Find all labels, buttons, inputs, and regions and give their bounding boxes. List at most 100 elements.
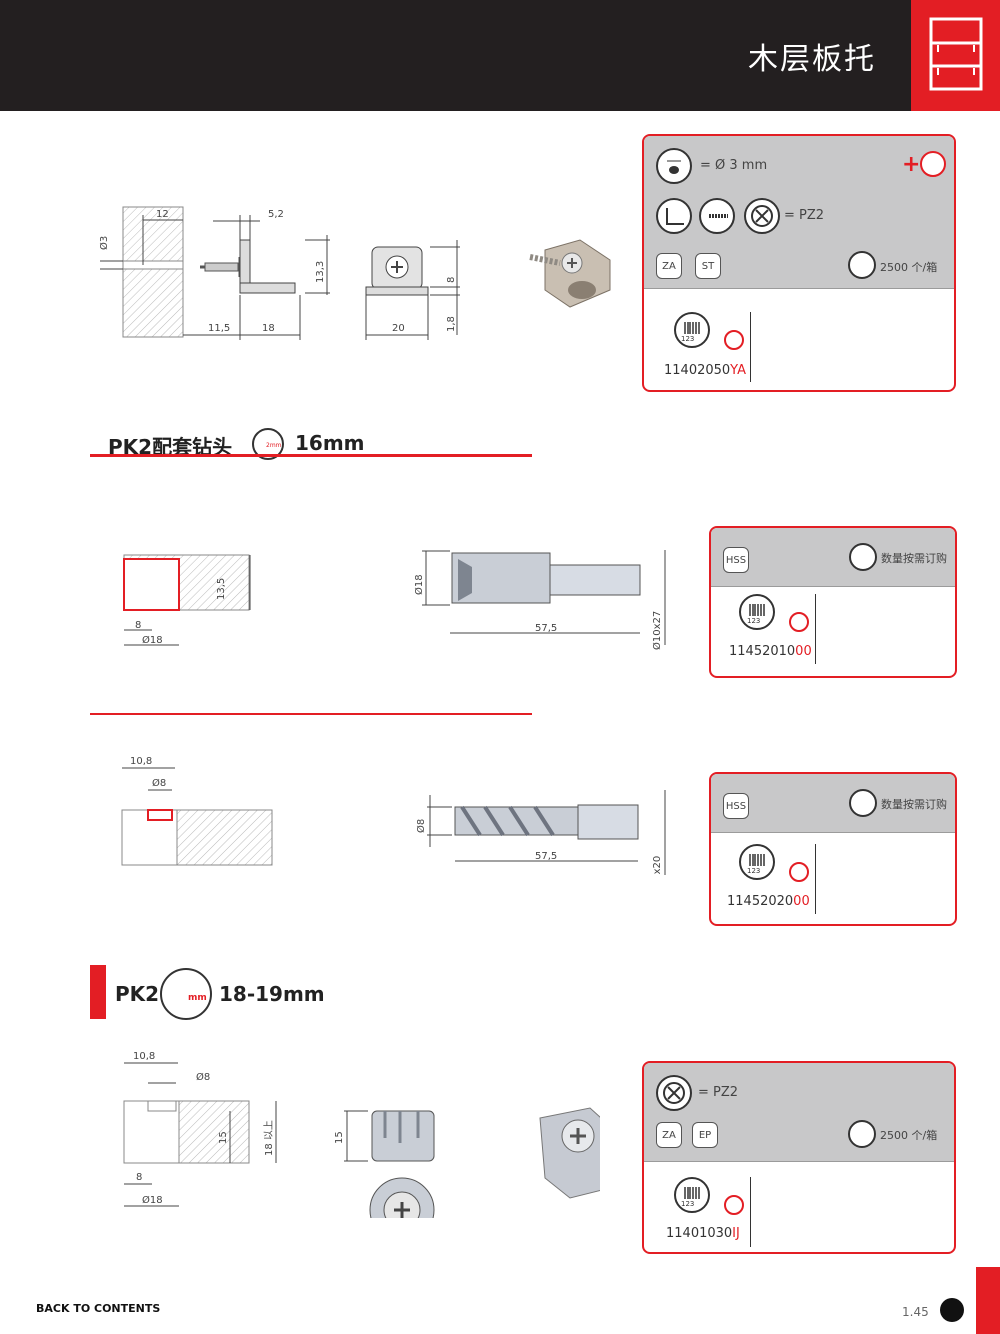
mounting-icon <box>656 198 692 234</box>
dowel-bit-drawing: 10,8 Ø8 Ø8 57,5 Ø10x20 <box>121 756 666 875</box>
product-code: 11401030IJ <box>666 1226 740 1241</box>
packaging-qty: 数量按需订购 <box>881 798 947 811</box>
dim-18: 18 <box>262 323 275 334</box>
packaging-qty: 数量按需订购 <box>881 552 947 565</box>
dim-bit-d8: Ø8 <box>415 819 427 833</box>
section-marker <box>90 965 106 1019</box>
dim-12: 12 <box>156 209 169 220</box>
material-badge-hss: HSS <box>723 547 749 573</box>
finish-badge-ep: EP <box>692 1122 718 1148</box>
divider <box>815 844 816 914</box>
dim-11-5: 11,5 <box>208 323 230 334</box>
dim-10-8: 10,8 <box>130 756 152 767</box>
product-card-shelf-support: = Ø 3 mm + = PZ2 ZA ST 2500 个/箱 123 1140… <box>642 134 956 392</box>
rotate-small-icon <box>724 1195 744 1215</box>
phillips-drive-icon <box>744 198 780 234</box>
dim-57-5: 57,5 <box>535 623 557 634</box>
finish-badge-za: ZA <box>656 253 682 279</box>
barcode-icon <box>739 844 775 880</box>
barcode-digits: 123 <box>681 1200 695 1208</box>
dim-shank: Ø10x27 <box>651 611 663 650</box>
page-number: 1.45 <box>902 1305 929 1319</box>
dim-d18: Ø18 <box>142 1194 163 1206</box>
dim-1-8: 1,8 <box>446 316 457 332</box>
dim-d8: Ø8 <box>152 777 166 789</box>
packaging-qty: 2500 个/箱 <box>880 261 938 274</box>
barcode-icon <box>674 312 710 348</box>
shelf-icon <box>929 17 983 91</box>
box-icon <box>849 789 877 817</box>
drill-hole-icon <box>656 148 692 184</box>
divider <box>750 1177 751 1247</box>
dim-d18: Ø18 <box>142 634 163 646</box>
divider <box>750 312 751 382</box>
finish-badge-st: ST <box>695 253 721 279</box>
page-title: 木层板托 <box>748 42 876 77</box>
rotate-small-icon <box>789 612 809 632</box>
dim-8: 8 <box>136 1172 142 1183</box>
shelf-support-photo <box>529 239 611 308</box>
brand-logo <box>940 1298 964 1322</box>
category-icon-block <box>911 0 1000 111</box>
barcode-icon <box>674 1177 710 1213</box>
connector-top-view <box>369 1177 435 1218</box>
dim-d8: Ø8 <box>196 1071 210 1083</box>
divider <box>815 594 816 664</box>
product-card-pk2: = PZ2 ZA EP 2500 个/箱 123 11401030IJ <box>642 1061 956 1254</box>
product-card-forstner: HSS 数量按需订购 123 1145201000 <box>709 526 957 678</box>
dim-bit-d18: Ø18 <box>413 574 425 595</box>
product-card-dowel-bit: HSS 数量按需订购 123 1145202000 <box>709 772 957 926</box>
finish-badge-za: ZA <box>656 1122 682 1148</box>
screw-spec: = PZ2 <box>698 1085 739 1100</box>
dim-d3: Ø3 <box>98 236 110 250</box>
icon-label: 2mm <box>266 442 282 449</box>
box-icon <box>849 543 877 571</box>
card-spec-area <box>644 1063 954 1162</box>
plus-icon: + <box>902 152 921 177</box>
section-divider <box>90 713 532 715</box>
dim-18-up: 18 以上 <box>263 1120 275 1156</box>
material-badge-hss: HSS <box>723 793 749 819</box>
box-icon <box>848 251 876 279</box>
dim-side-15: 15 <box>334 1131 345 1144</box>
dim-8: 8 <box>446 277 457 283</box>
dim-8: 8 <box>135 620 141 631</box>
forstner-bit-drawing: 13,5 8 Ø18 Ø18 57,5 Ø10x27 <box>123 550 666 650</box>
hole-spec: = Ø 3 mm <box>700 158 768 173</box>
icon-label: mm <box>188 993 207 1003</box>
dim-20: 20 <box>392 323 405 334</box>
section-title-pk2: PK2 <box>115 982 160 1006</box>
dim-shank: Ø10x20 <box>651 856 663 875</box>
page-header <box>0 0 1000 111</box>
box-icon <box>848 1120 876 1148</box>
corner-tab <box>976 1267 1000 1334</box>
barcode-icon <box>739 594 775 630</box>
section-title-size: 18-19mm <box>219 982 325 1006</box>
shelf-support-drawing: Ø3 12 5,2 13,3 11,5 18 20 8 1,8 <box>98 206 611 340</box>
section-divider <box>90 454 532 457</box>
connector-side-view <box>371 1110 435 1162</box>
connector-photo <box>539 1107 600 1199</box>
card-spec-area <box>711 774 955 833</box>
pk2-connector-drawing: 10,8 Ø8 15 18 以上 8 Ø18 15 <box>123 1051 600 1218</box>
dim-15: 15 <box>218 1131 229 1144</box>
dim-10-8: 10,8 <box>133 1051 155 1062</box>
section-title-size: 16mm <box>295 431 365 455</box>
barcode-digits: 123 <box>747 867 761 875</box>
rotate-small-icon <box>789 862 809 882</box>
screw-icon <box>699 198 735 234</box>
panel-thickness-icon <box>160 968 212 1020</box>
product-code: 1145202000 <box>727 894 810 909</box>
rotate-small-icon <box>724 330 744 350</box>
screw-spec: = PZ2 <box>784 208 825 223</box>
packaging-qty: 2500 个/箱 <box>880 1129 938 1142</box>
product-code: 11402050YA <box>664 363 746 378</box>
dim-57-5: 57,5 <box>535 851 557 862</box>
dim-5-2: 5,2 <box>268 209 284 220</box>
dim-13-3: 13,3 <box>315 261 326 283</box>
rotate-icon <box>920 151 946 177</box>
back-to-contents-link[interactable]: BACK TO CONTENTS <box>36 1302 161 1315</box>
product-code: 1145201000 <box>729 644 812 659</box>
barcode-digits: 123 <box>681 335 695 343</box>
card-spec-area <box>711 528 955 587</box>
